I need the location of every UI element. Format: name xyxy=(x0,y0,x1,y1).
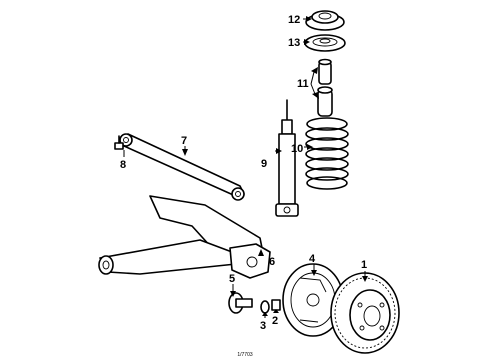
callout-8: 8 xyxy=(120,159,126,171)
diagram-ref-code: 1/7703 xyxy=(237,352,253,358)
nut-part xyxy=(271,299,281,311)
callout-10: 10 xyxy=(291,143,303,155)
spindle-part xyxy=(228,292,253,314)
callout-12: 12 xyxy=(288,14,300,26)
axle-beam-part xyxy=(98,195,271,279)
callout-1: 1 xyxy=(361,259,367,271)
callout-3: 3 xyxy=(260,320,266,332)
callout-11: 11 xyxy=(297,78,309,90)
brake-drum-part xyxy=(330,272,400,354)
callout-13: 13 xyxy=(288,37,300,49)
spring-seat-part xyxy=(304,34,346,52)
callout-2: 2 xyxy=(272,315,278,327)
shock-absorber-part xyxy=(275,99,299,217)
washer-part xyxy=(260,300,270,314)
bump-stop-part xyxy=(317,58,333,117)
track-bar-part xyxy=(119,133,245,201)
callout-5: 5 xyxy=(229,273,235,285)
coil-spring-part xyxy=(305,117,349,190)
upper-mount-part xyxy=(305,10,345,31)
callout-9: 9 xyxy=(261,158,267,170)
leader-lines xyxy=(123,16,368,318)
callout-7: 7 xyxy=(181,135,187,147)
callout-4: 4 xyxy=(309,253,316,265)
callout-6: 6 xyxy=(269,256,275,268)
bolt-part xyxy=(114,135,124,150)
